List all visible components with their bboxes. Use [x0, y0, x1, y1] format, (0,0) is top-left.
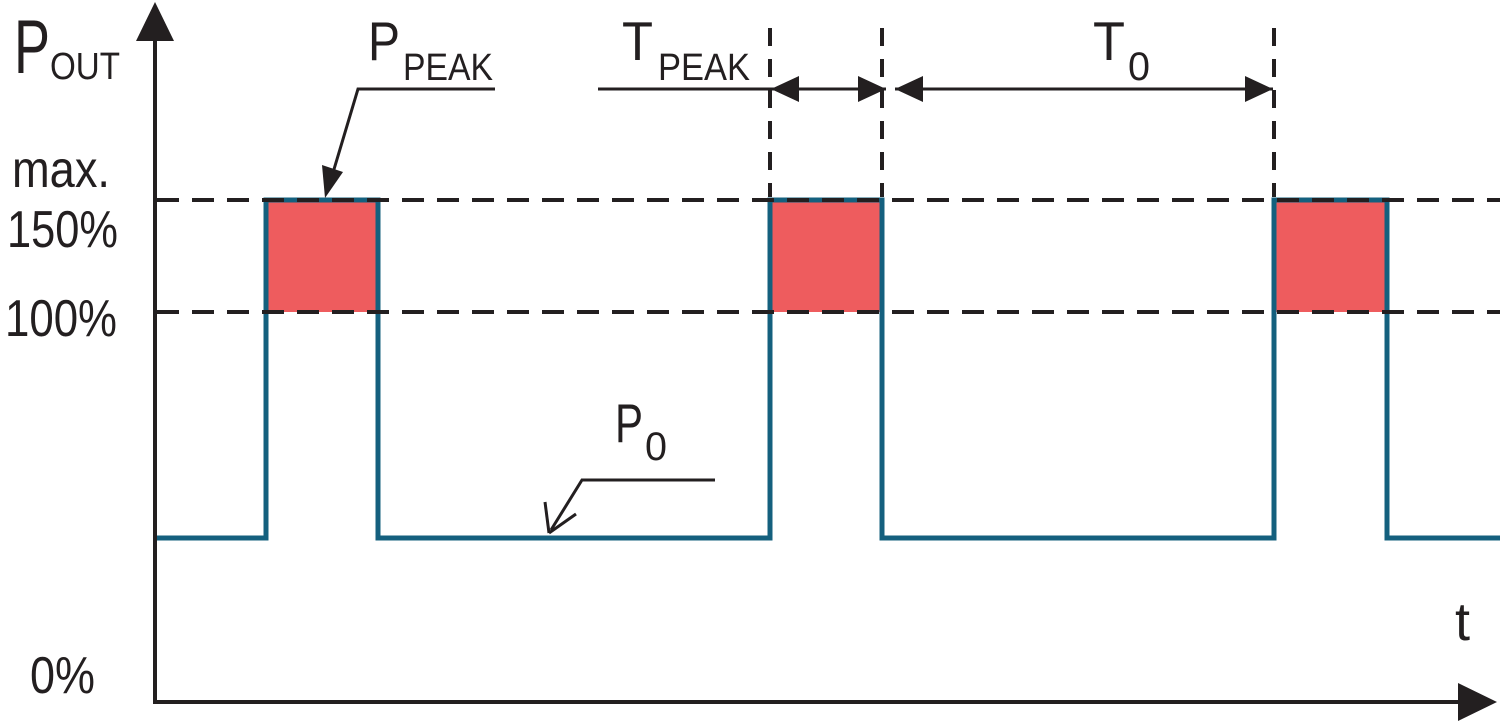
t-peak-arrow-right-icon	[858, 76, 886, 102]
t-peak-arrow-left-icon	[771, 76, 799, 102]
p-peak-arrowhead-icon	[322, 165, 343, 198]
level-label-150: 150%	[7, 201, 118, 259]
p0-arrow-barb-right	[548, 512, 577, 535]
t0-label-main: T	[1093, 10, 1125, 72]
y-axis-label-main: P	[14, 5, 50, 90]
overload-area-pulse-3	[1274, 200, 1387, 312]
t-peak-label-main: T	[622, 10, 653, 72]
level-label-100: 100%	[5, 290, 117, 348]
t0-label-subscript: 0	[1128, 45, 1150, 89]
p0-label-subscript: 0	[645, 425, 667, 469]
t0-arrow-right-icon	[1245, 76, 1273, 102]
overload-area-pulse-1	[266, 200, 378, 312]
level-label-max: max.	[12, 141, 110, 199]
p-peak-label-subscript: PEAK	[403, 47, 493, 89]
t0-arrow-left-icon	[895, 76, 923, 102]
level-label-0: 0%	[30, 647, 95, 705]
overload-areas	[266, 200, 1387, 312]
x-axis-arrowhead-icon	[1458, 683, 1497, 721]
y-axis-label-subscript: OUT	[50, 46, 120, 88]
x-axis-label: t	[1455, 592, 1470, 652]
overload-area-pulse-2	[770, 200, 882, 312]
p0-arrow-barb-left	[543, 501, 551, 534]
p0-label-main: P	[615, 392, 643, 454]
y-axis-arrowhead-icon	[136, 2, 174, 41]
p-peak-leader-line	[327, 87, 495, 187]
p0-leader-line	[549, 478, 715, 531]
p-peak-label-main: P	[368, 10, 400, 72]
t-peak-label-subscript: PEAK	[658, 47, 750, 89]
